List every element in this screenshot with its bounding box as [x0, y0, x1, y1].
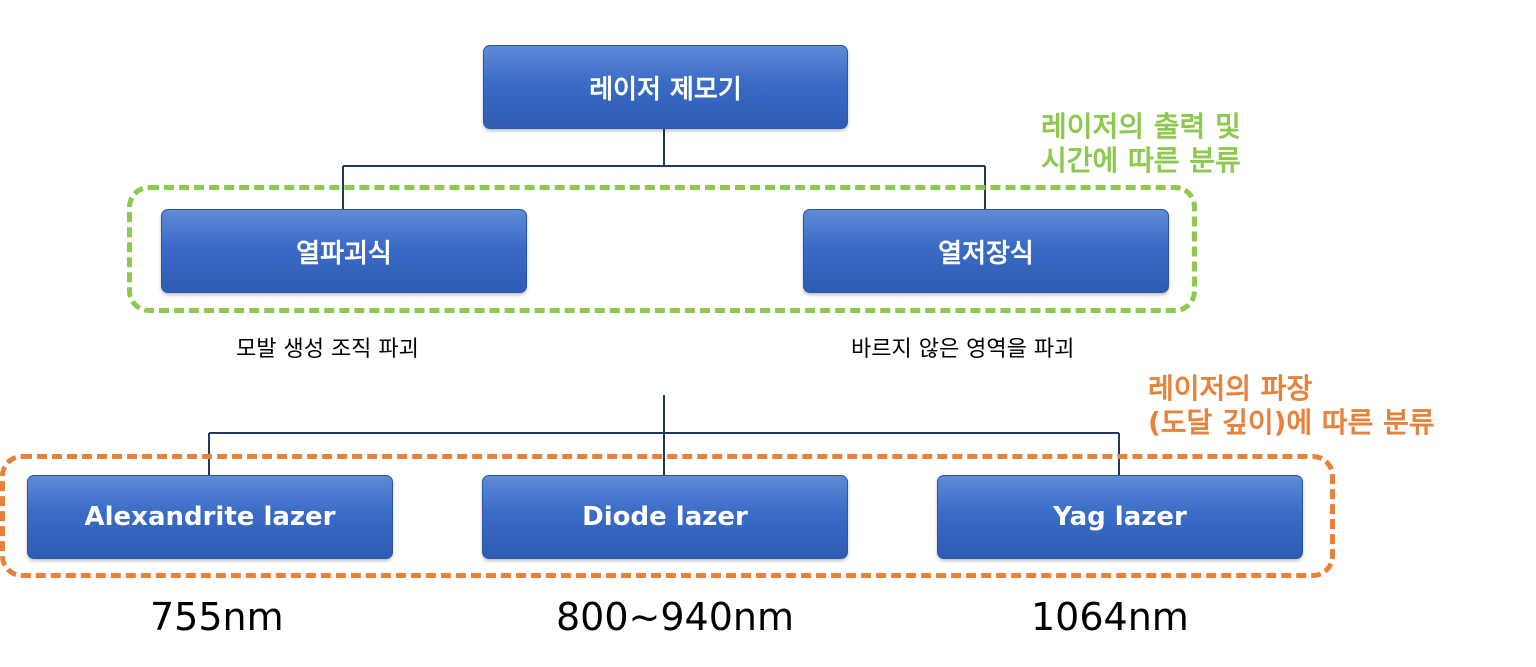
heat-storage-description: 바르지 않은 영역을 파괴	[851, 337, 1075, 362]
node-yag-lazer: Yag lazer	[937, 475, 1303, 559]
output-time-note-line2: 시간에 따른 분류	[1041, 144, 1241, 177]
node-diode-lazer: Diode lazer	[482, 475, 848, 559]
node-heat-storage: 열저장식	[803, 209, 1169, 293]
yag-wavelength: 1064nm	[1031, 595, 1189, 639]
wavelength-note-line2: (도달 깊이)에 따른 분류	[1148, 406, 1435, 439]
root-node-label: 레이저 제모기	[589, 74, 742, 105]
output-time-note-line1: 레이저의 출력 및	[1041, 110, 1241, 143]
wavelength-group-outline	[0, 454, 1335, 578]
node-heat-destruction: 열파괴식	[161, 209, 527, 293]
node-alexandrite-lazer-label: Alexandrite lazer	[84, 502, 336, 532]
diode-wavelength: 800~940nm	[556, 595, 795, 639]
node-yag-lazer-label: Yag lazer	[1053, 502, 1187, 532]
alexandrite-wavelength: 755nm	[150, 595, 284, 639]
output-time-classification-note: 레이저의 출력 및 시간에 따른 분류	[1041, 110, 1241, 178]
node-alexandrite-lazer: Alexandrite lazer	[27, 475, 393, 559]
wavelength-classification-note: 레이저의 파장 (도달 깊이)에 따른 분류	[1148, 372, 1435, 440]
output-time-group-outline	[127, 185, 1197, 313]
node-heat-storage-label: 열저장식	[938, 238, 1034, 269]
wavelength-note-line1: 레이저의 파장	[1148, 372, 1313, 405]
root-node: 레이저 제모기	[483, 45, 848, 129]
node-heat-destruction-label: 열파괴식	[296, 238, 392, 269]
node-diode-lazer-label: Diode lazer	[582, 502, 748, 532]
heat-destruction-description: 모발 생성 조직 파괴	[236, 337, 419, 362]
